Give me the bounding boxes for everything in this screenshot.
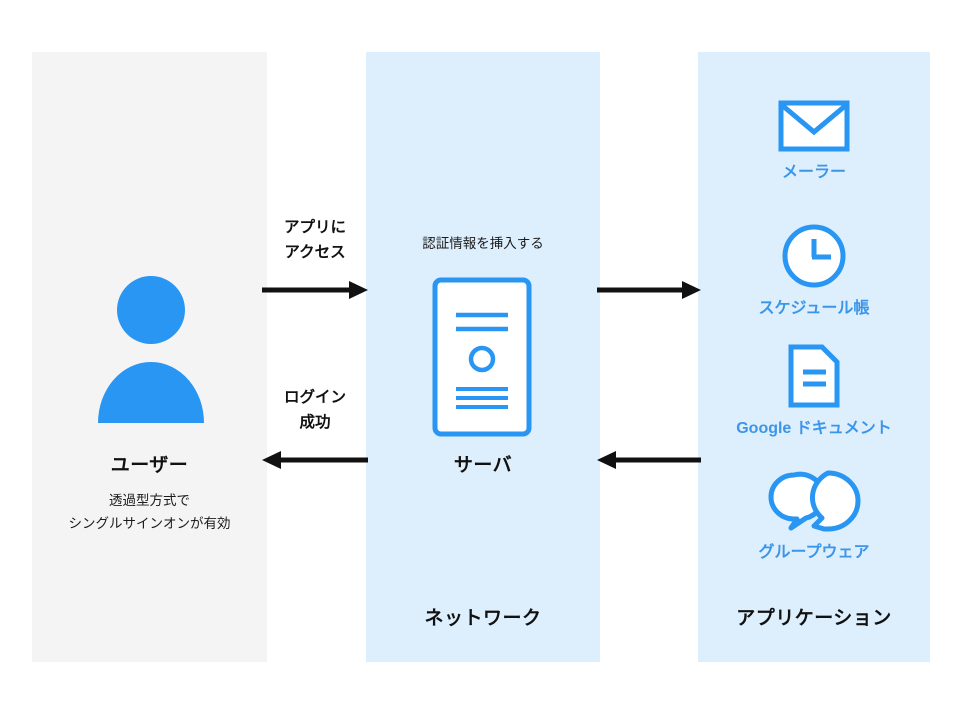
user-head-shape [117, 276, 185, 344]
app-item-mailer[interactable]: メーラー [698, 100, 930, 182]
application-panel-title: アプリケーション [736, 608, 892, 629]
app-item-google-docs[interactable]: Google ドキュメント [698, 344, 930, 438]
app-label-google-docs: Google ドキュメント [736, 420, 892, 437]
arrow-server-to-user [262, 451, 368, 469]
arrow-user-to-server [262, 281, 368, 299]
user-subtitle-line-2: シングルサインオンが有効 [68, 516, 231, 531]
app-item-groupware[interactable]: グループウェア [698, 470, 930, 562]
speech-bubbles-icon [768, 470, 861, 532]
app-label-schedule: スケジュール帳 [758, 300, 870, 317]
envelope-icon [778, 100, 850, 152]
user-subtitle-line-1: 透過型方式で [109, 493, 190, 508]
arrow-login-label: ログイン 成功 [283, 389, 346, 431]
user-avatar-icon [98, 276, 204, 426]
document-icon [788, 344, 840, 408]
server-title: サーバ [453, 455, 513, 476]
app-label-groupware: グループウェア [758, 544, 870, 561]
app-label-mailer: メーラー [781, 164, 846, 181]
user-subtitle: 透過型方式で シングルサインオンが有効 [32, 489, 267, 535]
user-body-shape [98, 362, 204, 423]
network-panel-title: ネットワーク [424, 608, 542, 629]
server-tower-icon [432, 277, 532, 437]
app-item-schedule[interactable]: スケジュール帳 [698, 224, 930, 318]
arrow-access-label: アプリに アクセス [283, 219, 346, 261]
arrow-app-to-server [597, 451, 701, 469]
user-panel [32, 52, 267, 662]
user-title: ユーザー [110, 455, 189, 476]
clock-icon [782, 224, 846, 288]
server-caption: 認証情報を挿入する [422, 236, 544, 251]
arrow-server-to-app [597, 281, 701, 299]
